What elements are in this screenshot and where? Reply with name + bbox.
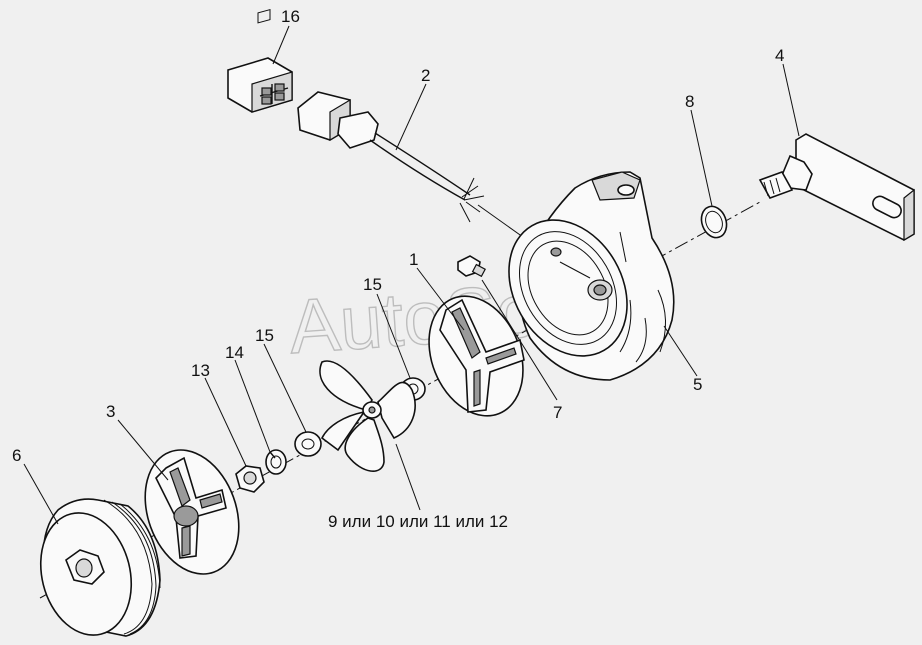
bracket-4 — [758, 133, 915, 242]
o-ring-8 — [700, 205, 728, 239]
lock-washer-14 — [265, 449, 287, 475]
screw-7 — [457, 255, 486, 278]
callout-15-lower: 15 — [255, 326, 274, 345]
callout-7: 7 — [553, 403, 562, 422]
washer-15-lower — [294, 431, 322, 457]
callout-1: 1 — [409, 250, 418, 269]
connector-block-16 — [227, 9, 293, 113]
nut-13 — [235, 465, 265, 493]
callout-labels: 16 2 4 8 1 15 15 14 13 3 6 5 7 9 или 10 … — [12, 7, 784, 531]
callout-16: 16 — [281, 7, 300, 26]
callout-6: 6 — [12, 446, 21, 465]
callout-2: 2 — [421, 66, 430, 85]
impeller-9-10-11-12 — [319, 360, 416, 472]
callout-8: 8 — [685, 92, 694, 111]
callout-variants-9-10-11-12: 9 или 10 или 11 или 12 — [328, 512, 508, 531]
callout-14: 14 — [225, 343, 244, 362]
callout-13: 13 — [191, 361, 210, 380]
disc-1 — [428, 295, 525, 417]
housing-5 — [508, 171, 675, 381]
callout-15-upper: 15 — [363, 275, 382, 294]
plate-3 — [144, 449, 240, 575]
leader-lines — [23, 25, 800, 525]
callout-4: 4 — [775, 46, 784, 65]
callout-5: 5 — [693, 375, 702, 394]
pulley-6 — [39, 498, 161, 637]
callout-3: 3 — [106, 402, 115, 421]
wire-harness-2 — [297, 91, 531, 243]
